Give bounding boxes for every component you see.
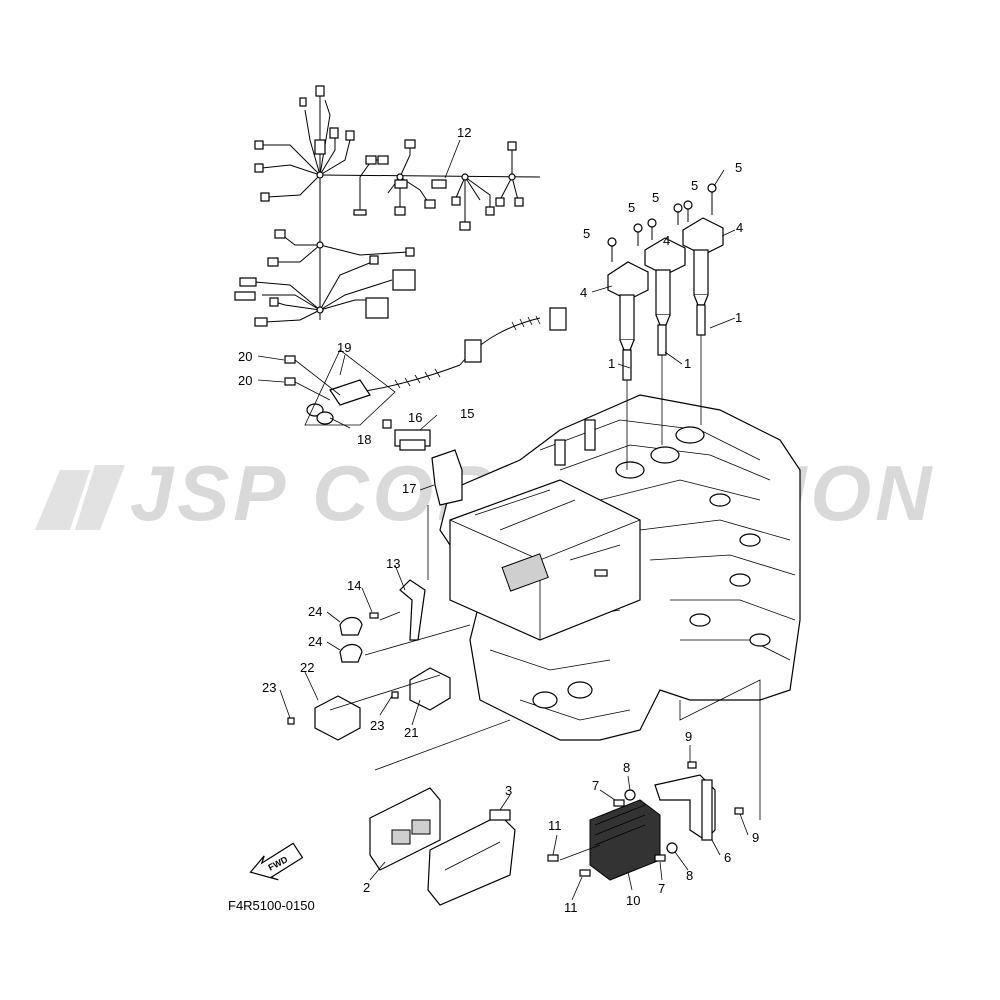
callout-9: 9	[685, 729, 692, 744]
callout-13: 13	[386, 556, 400, 571]
callout-20: 20	[238, 349, 252, 364]
callout-5: 5	[628, 200, 635, 215]
ignition-coil	[644, 237, 686, 326]
callout-1: 1	[735, 310, 742, 325]
ecm-module	[449, 479, 641, 641]
callout-19: 19	[337, 340, 351, 355]
callout-7: 7	[592, 778, 599, 793]
callout-17: 17	[402, 481, 416, 496]
callout-12: 12	[457, 125, 471, 140]
callout-5: 5	[583, 226, 590, 241]
callout-5: 5	[691, 178, 698, 193]
callout-7: 7	[658, 881, 665, 896]
callout-5: 5	[735, 160, 742, 175]
reference-lines	[329, 505, 761, 861]
callout-24: 24	[308, 604, 322, 619]
callout-4: 4	[663, 233, 670, 248]
relays	[287, 667, 451, 741]
fwd-arrow-icon: FWD	[249, 842, 304, 881]
callout-8: 8	[686, 868, 693, 883]
ignition-coil	[682, 217, 724, 306]
callout-24: 24	[308, 634, 322, 649]
callout-3: 3	[505, 783, 512, 798]
callout-4: 4	[580, 285, 587, 300]
callout-14: 14	[347, 578, 361, 593]
callout-11: 11	[548, 818, 562, 833]
callout-23: 23	[262, 680, 276, 695]
callout-9: 9	[752, 830, 759, 845]
relay-connectors	[382, 419, 463, 506]
diagram-code: F4R5100-0150	[228, 898, 315, 913]
spark-plugs	[622, 304, 706, 470]
callout-8: 8	[623, 760, 630, 775]
callout-1: 1	[608, 356, 615, 371]
callout-20: 20	[238, 373, 252, 388]
leader-lines	[257, 139, 749, 901]
callout-11: 11	[564, 900, 578, 915]
ignition-coils	[607, 217, 724, 351]
callout-4: 4	[736, 220, 743, 235]
lead-wire-assembly	[284, 307, 567, 426]
wiring-harness	[234, 85, 541, 327]
callout-6: 6	[724, 850, 731, 865]
callout-2: 2	[363, 880, 370, 895]
ecu-assembly	[369, 787, 516, 906]
callout-23: 23	[370, 718, 384, 733]
callout-10: 10	[626, 893, 640, 908]
bracket-parts	[339, 579, 426, 663]
callout-1: 1	[684, 356, 691, 371]
ignition-coil	[607, 261, 649, 351]
callout-5: 5	[652, 190, 659, 205]
callout-22: 22	[300, 660, 314, 675]
callout-16: 16	[408, 410, 422, 425]
callout-21: 21	[404, 725, 418, 740]
callout-15: 15	[460, 406, 474, 421]
rectifier-regulator	[547, 761, 744, 881]
callout-labels: 1 1 1 2 3 4 4 4 5 5 5 5 5 6 7 7 8 8 9 9 …	[238, 125, 759, 915]
callout-18: 18	[357, 432, 371, 447]
